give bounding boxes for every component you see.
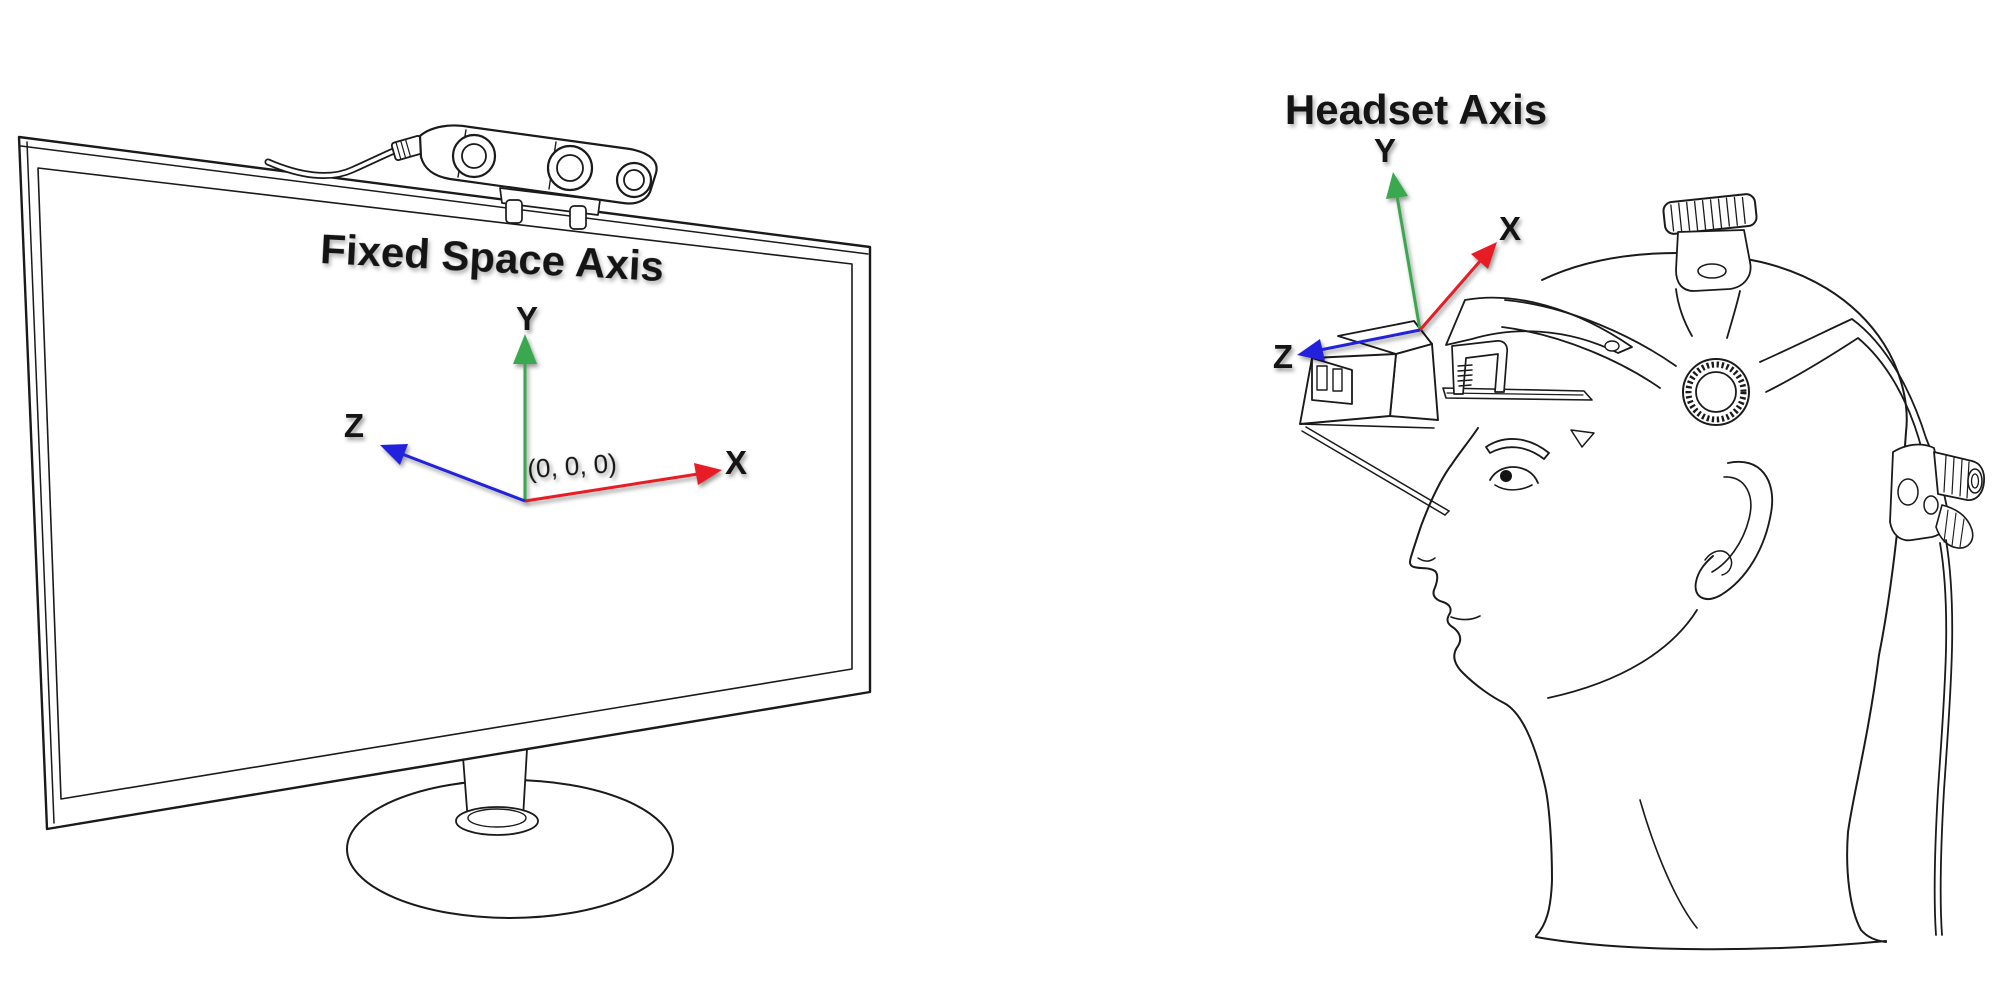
headset-forehead-plate (1445, 296, 1633, 354)
headset-straps (1501, 299, 1935, 459)
headset-figure: Headset Axis Y X Z (1273, 86, 1986, 951)
headset-dial (1682, 358, 1750, 426)
headset (1299, 193, 1986, 936)
y-axis-label: Y (1374, 132, 1396, 169)
y-axis-label: Y (516, 300, 538, 337)
monitor-stand (346, 748, 674, 919)
tracking-camera (264, 124, 658, 230)
y-axis-arrow (513, 334, 537, 501)
origin-label: (0, 0, 0) (526, 448, 617, 484)
fixed-space-figure: Fixed Space Axis Y X Z (0, 0, 0) (17, 124, 872, 919)
z-axis-arrow (380, 444, 526, 503)
mouth (1450, 615, 1481, 621)
z-axis-label: Z (344, 407, 364, 444)
z-axis-arrow (1297, 328, 1421, 361)
headset-top-knob (1662, 193, 1758, 339)
headset-rear-knob (1889, 443, 1986, 549)
eye (1489, 466, 1539, 491)
headset-title: Headset Axis (1285, 86, 1547, 133)
visor-rod (1301, 426, 1450, 516)
fixed-space-axes: Y X Z (0, 0, 0) (344, 300, 747, 503)
x-axis-label: X (725, 444, 747, 481)
eyebrow (1485, 438, 1550, 460)
z-axis-label: Z (1273, 338, 1293, 375)
head-outline (1409, 252, 1908, 951)
headset-temple-rail (1442, 387, 1595, 448)
camera-cable (264, 146, 400, 180)
headset-clamp (1451, 340, 1509, 395)
headset-axes: Y X Z (1273, 132, 1521, 375)
headset-cable (1933, 539, 1954, 936)
nostril (1417, 557, 1436, 562)
x-axis-label: X (1499, 210, 1521, 247)
y-axis-arrow (1386, 172, 1422, 331)
ear (1694, 460, 1774, 600)
x-axis-arrow (524, 463, 722, 503)
pupil (1500, 470, 1512, 482)
x-axis-arrow (1418, 242, 1497, 331)
